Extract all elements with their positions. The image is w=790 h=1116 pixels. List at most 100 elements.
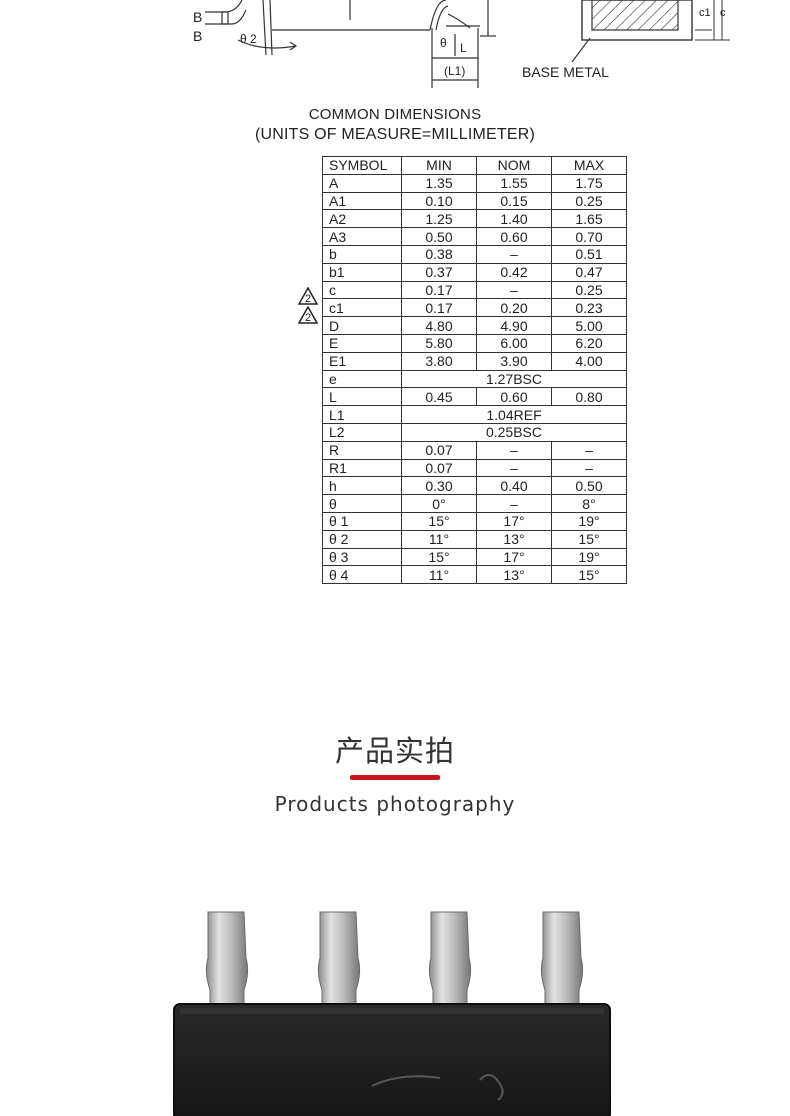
cell-symbol: e [322,369,402,389]
chip-body [173,1003,611,1116]
cell-nom: – [476,494,552,513]
label-b-bottom: B [193,28,202,44]
cell-symbol: A2 [322,209,402,229]
header-symbol: SYMBOL [322,156,402,175]
header-min: MIN [401,156,477,175]
cell-symbol: A3 [322,227,402,246]
cell-nom: 0.60 [476,387,552,407]
cell-symbol: D [322,316,402,335]
cell-nom: 13° [476,529,552,549]
cell-nom: 0.42 [476,262,552,282]
cell-min: 0.07 [401,458,477,478]
cell-span-value: 1.27BSC [401,369,627,389]
cell-max: – [551,458,627,478]
svg-text:2: 2 [305,293,311,305]
cell-nom: 3.90 [476,351,552,371]
cell-symbol: h [322,476,402,496]
cell-min: 4.80 [401,316,477,335]
cell-symbol: R1 [322,458,402,478]
cell-symbol: A1 [322,191,402,211]
cell-max: 5.00 [551,316,627,335]
cell-nom: 0.20 [476,298,552,318]
table-header-row: SYMBOL MIN NOM MAX [322,156,627,175]
package-drawing: B B θ 2 θ L (L1) BASE METAL c1 c [193,0,730,88]
cell-min: 1.25 [401,209,477,229]
warning-triangle-icon: 2 [298,306,318,324]
cell-symbol: θ [322,494,402,513]
cell-symbol: A [322,173,402,193]
cell-min: 0.38 [401,244,477,264]
cell-symbol: c [322,280,402,300]
cell-min: 0.17 [401,298,477,318]
section-title: 产品实拍 [334,734,455,768]
section-divider [350,775,440,780]
cell-symbol: L [322,387,402,407]
cell-min: 0.17 [401,280,477,300]
chip-pins [205,911,584,1011]
cell-min: 0.10 [401,191,477,211]
cell-max: 0.70 [551,227,627,246]
cell-nom: 4.90 [476,316,552,335]
section-subtitle: Products photography [274,792,516,816]
cell-max: 15° [551,565,627,585]
cell-nom: 17° [476,547,552,567]
label-theta: θ [440,36,447,50]
cell-nom: 6.00 [476,333,552,353]
cell-max: 0.50 [551,476,627,496]
label-l: L [460,41,467,55]
product-photo [173,911,611,1116]
cell-min: 5.80 [401,333,477,353]
cell-nom: 17° [476,511,552,531]
cell-min: 0.30 [401,476,477,496]
cell-max: 0.80 [551,387,627,407]
cell-span-value: 0.25BSC [401,422,627,442]
cell-symbol: E [322,333,402,353]
label-base-metal: BASE METAL [522,64,609,80]
cell-max: 0.51 [551,244,627,264]
cell-min: 15° [401,511,477,531]
cell-max: – [551,440,627,460]
dimensions-title: COMMON DIMENSIONS [308,106,482,123]
cell-max: 19° [551,511,627,531]
label-b-top: B [193,9,202,25]
cell-min: 3.80 [401,351,477,371]
dimensions-units: (UNITS OF MEASURE=MILLIMETER) [254,126,536,143]
cell-max: 0.25 [551,191,627,211]
svg-text:2: 2 [305,312,311,324]
cell-nom: – [476,458,552,478]
cell-min: 1.35 [401,173,477,193]
cell-symbol: b1 [322,262,402,282]
cell-min: 0.37 [401,262,477,282]
label-c1: c1 [699,7,711,19]
cell-symbol: θ 4 [322,565,402,585]
cell-nom: 0.15 [476,191,552,211]
cell-min: 11° [401,565,477,585]
cell-symbol: L2 [322,422,402,442]
cell-max: 1.75 [551,173,627,193]
header-max: MAX [551,156,627,175]
cell-max: 6.20 [551,333,627,353]
cell-symbol: L1 [322,405,402,424]
cell-nom: – [476,280,552,300]
warning-triangle-icon: 2 [298,287,318,305]
cell-nom: 0.60 [476,227,552,246]
cell-max: 8° [551,494,627,513]
cell-nom: 1.55 [476,173,552,193]
